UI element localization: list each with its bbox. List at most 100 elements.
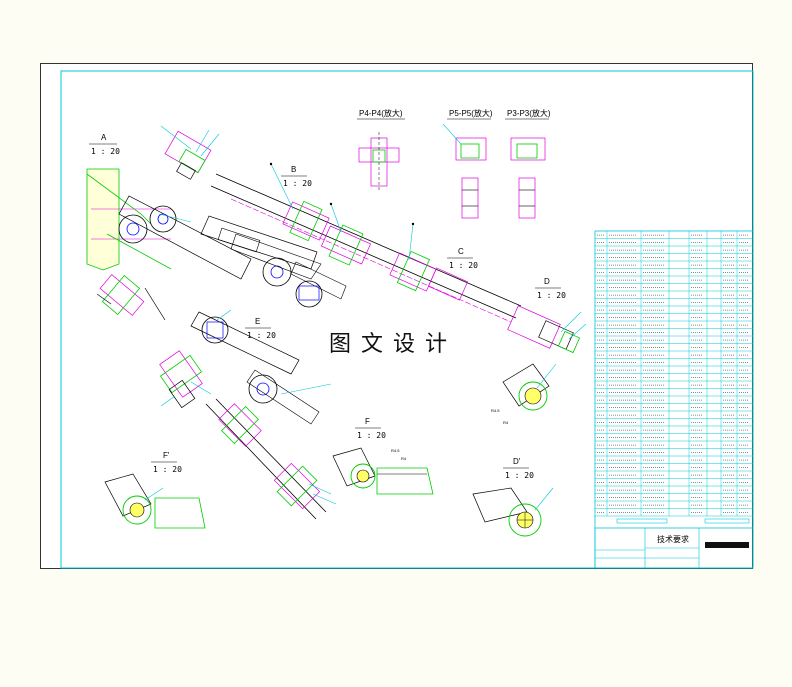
leader-line xyxy=(158,213,192,223)
view-d-prime-scale: 1 : 20 xyxy=(505,471,534,480)
joint-block xyxy=(168,379,196,409)
view-d-prime-letter: D' xyxy=(513,457,521,466)
cylinder-rod xyxy=(106,233,172,270)
joint-flange xyxy=(101,274,141,316)
joint-housing xyxy=(507,305,561,349)
leader-line xyxy=(200,133,220,157)
fixture-block xyxy=(376,467,434,495)
view-b-letter: B xyxy=(291,165,296,174)
engineering-drawing: A 1 : 20 xyxy=(60,70,754,569)
arm-shaft-top xyxy=(215,173,522,307)
boom-slot xyxy=(217,227,261,253)
drawing-number-bar xyxy=(705,542,749,548)
gripper-disc xyxy=(518,381,548,411)
drawing-sheet: A 1 : 20 xyxy=(40,63,754,569)
leader-line xyxy=(190,381,212,395)
pivot-hole xyxy=(126,222,140,236)
joint-shaft xyxy=(144,287,166,321)
p5-head xyxy=(455,137,487,161)
view-f-letter: F xyxy=(365,417,370,426)
leader-line xyxy=(536,363,557,389)
joint-flange xyxy=(328,224,364,266)
joint-flange xyxy=(159,354,203,394)
view-d-prime-group: D' 1 : 20 xyxy=(472,457,554,537)
p3-head xyxy=(510,137,546,161)
boom-link xyxy=(246,369,320,425)
arm-shaft-bottom xyxy=(215,398,327,513)
p3-core xyxy=(516,143,538,159)
joint-housing xyxy=(218,403,262,447)
view-f-prime-letter: F' xyxy=(163,451,170,460)
joint-housing xyxy=(282,201,330,241)
tech-requirements-title: 技术要求 xyxy=(657,534,689,544)
section-views: P4-P4(放大) P5-P5(放大) P3-P3(放大) xyxy=(357,108,551,219)
view-f-scale: 1 : 20 xyxy=(357,431,386,440)
fixture-block xyxy=(154,497,206,529)
view-a-scale: 1 : 20 xyxy=(91,147,120,156)
parts-grid xyxy=(595,231,753,517)
leader-dot xyxy=(269,162,273,166)
pivot-circle xyxy=(118,214,148,244)
leader-line xyxy=(308,483,332,495)
lower-chain xyxy=(159,350,337,520)
joint-flange xyxy=(289,200,323,242)
joint-flange xyxy=(396,250,430,292)
view-d-scale: 1 : 20 xyxy=(537,291,566,300)
gripper-disc xyxy=(508,503,542,537)
arm-link xyxy=(118,195,252,280)
section-p5-label: P5-P5(放大) xyxy=(449,108,493,118)
leader-line xyxy=(160,395,176,407)
leader-line xyxy=(270,163,294,210)
base-bracket xyxy=(86,168,120,271)
leader-line xyxy=(312,493,337,505)
joint-block xyxy=(538,320,574,350)
pivot-circle xyxy=(262,257,292,287)
leader-line xyxy=(568,323,587,340)
boom-link xyxy=(290,261,347,300)
pivot-square xyxy=(206,321,224,339)
pivot-circle xyxy=(295,280,323,308)
leader-dot xyxy=(411,222,415,226)
parts-list xyxy=(594,230,754,569)
joint-flange xyxy=(557,330,581,354)
arm-shaft-top xyxy=(205,403,317,520)
joint-housing xyxy=(99,274,145,316)
boom-link xyxy=(230,233,322,280)
pivot-hole xyxy=(157,213,169,225)
base-line xyxy=(86,173,152,225)
table-cell xyxy=(704,518,750,524)
title-block: 技术要求 xyxy=(594,527,754,569)
gripper-arm xyxy=(502,363,550,407)
table-cell xyxy=(616,518,668,524)
view-f-prime-group: F' 1 : 20 xyxy=(104,451,206,529)
leader-line xyxy=(195,129,210,153)
gripper-disc xyxy=(122,495,152,525)
leader-dot xyxy=(329,202,333,206)
view-c-group: C 1 : 20 xyxy=(389,222,478,301)
dimension-line xyxy=(230,198,512,323)
p4-core xyxy=(372,149,386,163)
view-b-scale: 1 : 20 xyxy=(283,179,312,188)
view-c-letter: C xyxy=(458,247,464,256)
view-b-group: B 1 : 20 xyxy=(210,162,522,323)
boom-link xyxy=(190,311,300,375)
gripper-hub xyxy=(356,469,370,483)
joint-flange xyxy=(276,465,318,507)
arm-shaft-bottom xyxy=(210,185,517,319)
dimension-note: R4.5 xyxy=(491,408,500,413)
leader-line xyxy=(144,487,164,501)
view-e-letter: E xyxy=(255,317,260,326)
pivot-hole xyxy=(256,382,270,396)
gripper-arm xyxy=(104,473,152,517)
pivot-square xyxy=(298,285,320,301)
boom-chain xyxy=(96,215,347,308)
view-d-letter: D xyxy=(544,277,550,286)
joint-block xyxy=(176,162,196,180)
view-e-scale: 1 : 20 xyxy=(247,331,276,340)
section-p3-label: P3-P3(放大) xyxy=(507,108,551,118)
pivot-circle xyxy=(149,205,177,233)
view-f-group: F 1 : 20 R4.5 R4 xyxy=(332,417,434,495)
gripper-arm xyxy=(332,447,376,487)
view-a-letter: A xyxy=(101,133,107,142)
joint-housing xyxy=(427,267,469,301)
